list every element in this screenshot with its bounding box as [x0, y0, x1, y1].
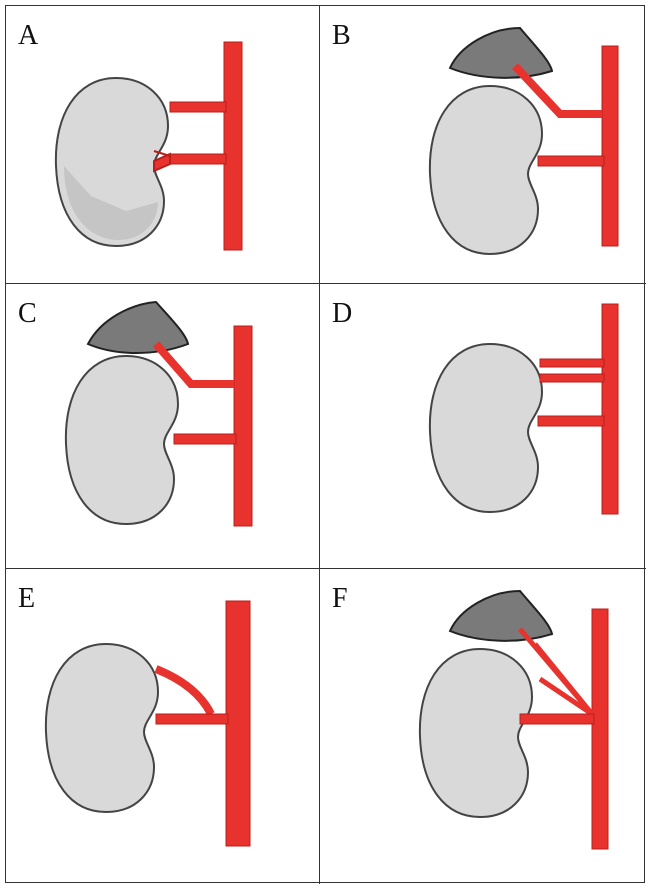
kidney [430, 86, 542, 254]
kidney [420, 649, 532, 817]
aorta [226, 601, 250, 846]
diagram-a [6, 6, 320, 284]
diagram-d [320, 284, 646, 569]
kidney [430, 344, 542, 512]
panel-e: E [6, 569, 320, 884]
renal-arteries [520, 629, 594, 724]
adrenal-gland [88, 302, 188, 353]
aorta [224, 42, 242, 250]
renal-arteries [538, 359, 604, 426]
panel-a: A [6, 6, 320, 284]
kidney [46, 644, 158, 812]
aorta [602, 46, 618, 246]
kidney [66, 356, 178, 524]
panel-d: D [320, 284, 646, 569]
diagram-f [320, 569, 646, 884]
kidney [56, 78, 168, 246]
aorta [602, 304, 618, 514]
panel-c: C [6, 284, 320, 569]
kidney-variant-grid: A B [5, 5, 645, 883]
aorta [234, 326, 252, 526]
panel-b: B [320, 6, 646, 284]
adrenal-gland [450, 591, 552, 641]
aorta [592, 609, 608, 849]
adrenal-gland [450, 28, 552, 78]
renal-arteries [156, 669, 228, 724]
diagram-c [6, 284, 320, 569]
panel-f: F [320, 569, 646, 884]
diagram-e [6, 569, 320, 884]
diagram-b [320, 6, 646, 284]
